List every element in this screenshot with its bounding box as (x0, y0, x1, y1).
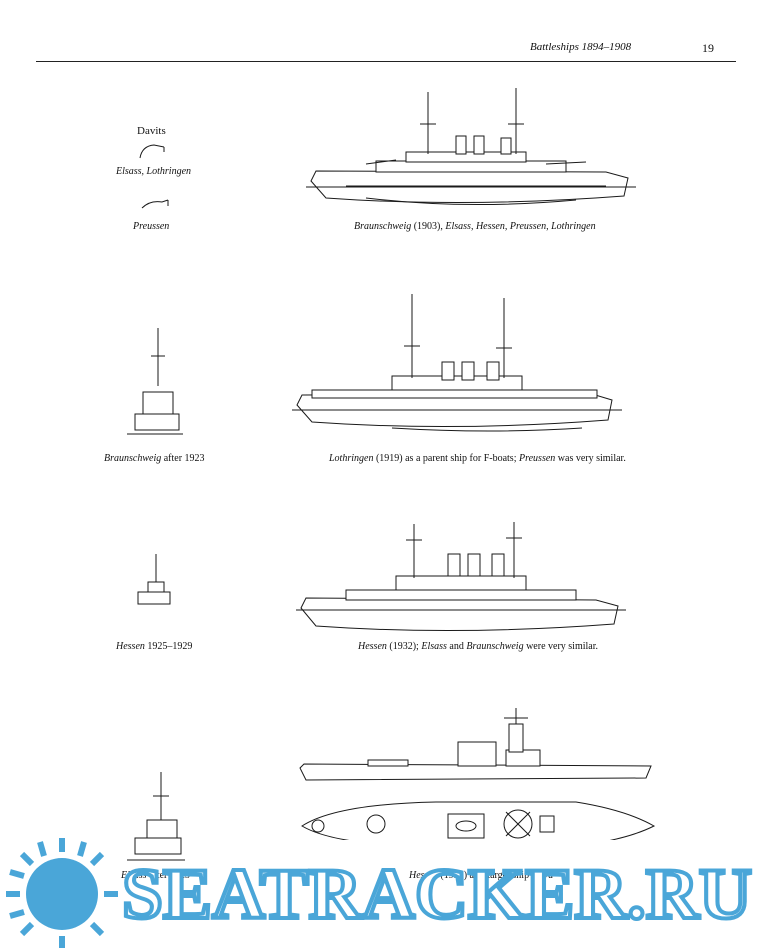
braunschweig-1923-bow-view (127, 328, 183, 435)
caption-lothringen-1919: Lothringen (1919) as a parent ship for F… (329, 453, 626, 464)
caption-hessen-1932: Hessen (1932); Elsass and Braunschweig w… (358, 641, 598, 652)
davit-preussen-drawing (141, 199, 169, 209)
davits-heading: Davits (137, 125, 166, 137)
lothringen-1919-profile (292, 294, 622, 432)
davit-elsass-drawing (139, 144, 165, 159)
caption-elsass-1925: Elsass after 1925 (121, 870, 190, 881)
header-rule (36, 61, 736, 62)
caption-braunschweig-1923: Braunschweig after 1923 (104, 453, 205, 464)
running-header-title: Battleships 1894–1908 (530, 41, 632, 53)
hessen-1937-target-ship-drawing (299, 708, 656, 840)
page-number: 19 (702, 41, 714, 55)
seatracker-watermark: SEATRACKER.RU (6, 838, 754, 948)
braunschweig-1903-profile (306, 88, 636, 206)
caption-hessen-1937: Hessen (1937) as a target ship Mrva (409, 870, 554, 881)
hessen-1925-bow-view (137, 554, 171, 605)
davit-label-preussen: Preussen (133, 221, 170, 232)
elsass-1925-bow-view (127, 772, 185, 861)
sun-logo-icon (6, 838, 118, 948)
caption-braunschweig-1903: Braunschweig (1903), Elsass, Hessen, Pre… (354, 221, 596, 232)
davit-label-elsass: Elsass, Lothringen (116, 166, 192, 177)
caption-hessen-1925: Hessen 1925–1929 (116, 641, 193, 652)
hessen-1932-profile (296, 522, 626, 632)
watermark-text: SEATRACKER.RU (122, 854, 752, 934)
